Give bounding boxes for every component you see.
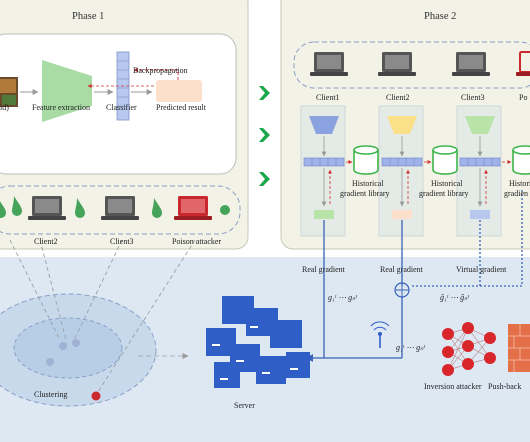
client1-column	[300, 105, 346, 237]
green-arrow-icon	[259, 86, 270, 100]
laptop-icon	[310, 52, 348, 76]
client2-column	[378, 105, 424, 237]
clustering-graphic	[0, 293, 157, 407]
drop-icon	[0, 201, 6, 218]
firewall-icon	[508, 324, 530, 372]
library2-label-line2: gradient library	[419, 189, 469, 198]
backpropagation-arrow	[133, 67, 179, 80]
antenna-icon	[370, 321, 390, 348]
phase2-client1-label: Client1	[316, 93, 340, 102]
flow-arrows	[259, 86, 270, 186]
real-gradient-label-2: Real gradient	[380, 265, 423, 274]
attacker-dot-icon	[220, 205, 230, 215]
real-gradient-label-1: Real gradient	[302, 265, 345, 274]
phase2-title: Phase 2	[424, 11, 457, 22]
drop-icon	[75, 198, 85, 218]
server-icon	[206, 296, 310, 388]
predicted-result-block	[156, 80, 202, 102]
virtual-gradient-label: Virtual gradient	[456, 265, 507, 274]
phase1-client2-label: Client2	[34, 237, 58, 246]
phase2-attacker-label: Po	[519, 93, 528, 102]
laptop-icon	[452, 52, 490, 76]
gradient-library-icon	[353, 145, 379, 175]
gradient-library-icon	[432, 145, 458, 175]
attacker-laptop-icon	[516, 51, 530, 76]
poison-attacker-label: Poison attacker	[172, 237, 222, 246]
client3-column	[456, 105, 502, 237]
backpropagation-label: Backpropagation	[133, 66, 188, 75]
phase2-client2-label: Client2	[386, 93, 410, 102]
real-gradient-formula: g₁ᵗ ⋯ gₙᵗ	[328, 293, 357, 302]
feature-extraction-block	[42, 60, 92, 122]
laptop-icon	[28, 196, 66, 220]
drop-icon	[12, 196, 22, 216]
phase1-client3-label: Client3	[110, 237, 134, 246]
inversion-attacker-network	[442, 322, 496, 376]
feature-extraction-label: Feature extraction	[32, 103, 90, 112]
laptop-icon	[101, 196, 139, 220]
laptop-icon	[378, 52, 416, 76]
cluster-links	[9, 239, 196, 393]
input-image-label: id)	[0, 103, 9, 112]
clustering-label: Clustering	[34, 390, 68, 399]
inversion-gradient-formula: g₁ᵗ ⋯ gₙᵗ	[396, 343, 425, 352]
predicted-result-label: Predicted result	[156, 103, 206, 112]
phase1-clients-box	[0, 185, 241, 235]
green-arrow-icon	[259, 128, 270, 142]
green-arrow-icon	[259, 172, 270, 186]
input-image-icon	[0, 77, 18, 107]
phase1-title: Phase 1	[72, 11, 105, 22]
phase2-client3-label: Client3	[461, 93, 485, 102]
inversion-attacker-label: Inversion attacker	[424, 382, 482, 391]
library2-label-line1: Historical	[431, 179, 463, 188]
virtual-gradient-line	[411, 190, 523, 287]
phase2-clients-box	[293, 41, 530, 89]
drop-icon	[152, 198, 162, 218]
library3-label-line2: gradien	[504, 189, 528, 198]
virtual-gradient-formula: ĝ₁ᵗ ⋯ ĝₙᵗ	[440, 293, 469, 302]
library1-label-line2: gradient library	[340, 189, 390, 198]
server-label: Server	[234, 401, 255, 410]
library1-label-line1: Historical	[352, 179, 384, 188]
attacker-laptop-icon	[174, 196, 212, 220]
classifier-label: Classifier	[106, 103, 137, 112]
push-back-label: Push-back	[488, 382, 522, 391]
library3-label-line1: Histori	[509, 179, 530, 188]
gradient-library-icon	[512, 145, 530, 175]
